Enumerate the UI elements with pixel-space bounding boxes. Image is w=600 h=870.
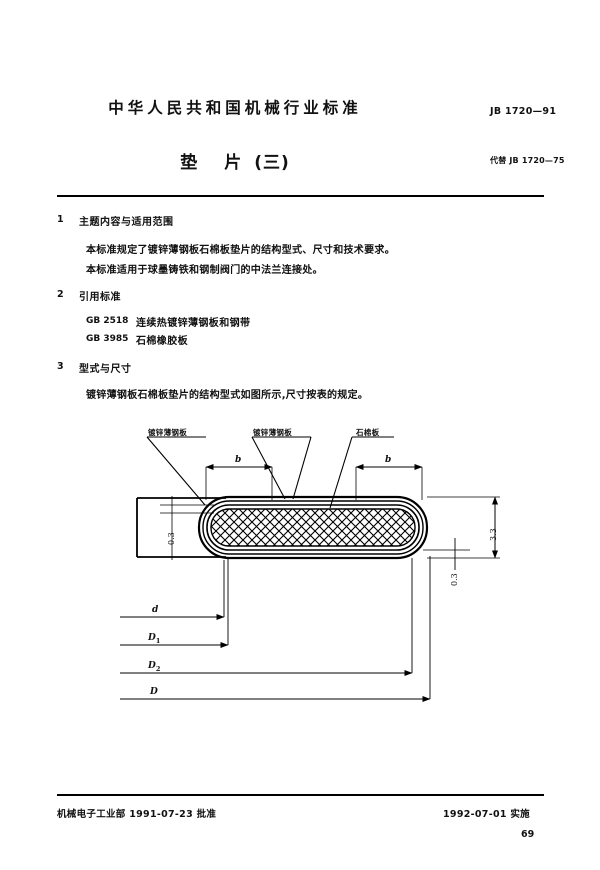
section-2-heading: 引用标准	[79, 292, 121, 303]
section-3-paragraph-1: 镀锌薄钢板石棉板垫片的结构型式如图所示,尺寸按表的规定。	[86, 390, 369, 401]
standard-code: JB 1720—91	[490, 106, 557, 117]
section-3-number: 3	[57, 361, 64, 372]
implementation-date: 1992-07-01 实施	[443, 809, 530, 820]
diameter-subscript-2: 2	[155, 664, 161, 673]
reference-name-2: 石棉橡胶板	[136, 336, 188, 347]
thickness-label-overall-3-3: 3.3	[489, 528, 498, 541]
document-subtitle: 垫 片 (三)	[0, 148, 470, 173]
diameter-symbol-d-outer: D	[150, 687, 158, 697]
reference-code-2: GB 3985	[86, 334, 129, 344]
callout-label-1: 镀锌薄钢板	[148, 428, 187, 437]
subtitle-word-1: 垫	[180, 153, 199, 173]
diameter-label-d2: D2	[148, 661, 160, 673]
width-dimension-label-2: b	[385, 455, 392, 465]
diameter-symbol-d1: D	[148, 633, 156, 643]
diameter-symbol-d: d	[152, 605, 159, 615]
thickness-label-left-0-3: 0.3	[167, 532, 176, 545]
approval-statement: 机械电子工业部 1991-07-23 批准	[57, 809, 217, 820]
diameter-label-d: d	[152, 605, 158, 615]
reference-name-1: 连续热镀锌薄钢板和钢带	[136, 318, 251, 329]
section-1-heading: 主题内容与适用范围	[79, 217, 174, 228]
diameter-label-d1: D1	[148, 633, 160, 645]
document-title: 中华人民共和国机械行业标准	[108, 99, 362, 117]
section-1-number: 1	[57, 214, 64, 225]
diameter-label-d-outer: D	[150, 687, 158, 697]
width-dimension-label-1: b	[235, 455, 242, 465]
thickness-label-right-0-3: 0.3	[450, 573, 459, 586]
subtitle-word-2: 片	[224, 153, 243, 173]
section-1-paragraph-1: 本标准规定了镀锌薄钢板石棉板垫片的结构型式、尺寸和技术要求。	[86, 245, 395, 256]
reference-code-1: GB 2518	[86, 316, 129, 326]
page-number: 69	[521, 829, 535, 840]
replaced-standard-code: 代替 JB 1720—75	[490, 156, 565, 165]
footer-divider-rule	[57, 794, 544, 796]
diameter-subscript-1: 1	[155, 636, 161, 645]
header-divider-rule	[57, 195, 544, 197]
diameter-symbol-d2: D	[148, 661, 156, 671]
callout-label-2: 镀锌薄钢板	[253, 428, 292, 437]
subtitle-word-3: (三)	[254, 153, 290, 173]
callout-label-3: 石棉板	[356, 428, 380, 437]
section-3-heading: 型式与尺寸	[79, 364, 132, 375]
section-1-paragraph-2: 本标准适用于球墨铸铁和钢制阀门的中法兰连接处。	[86, 265, 323, 276]
section-2-number: 2	[57, 289, 64, 300]
